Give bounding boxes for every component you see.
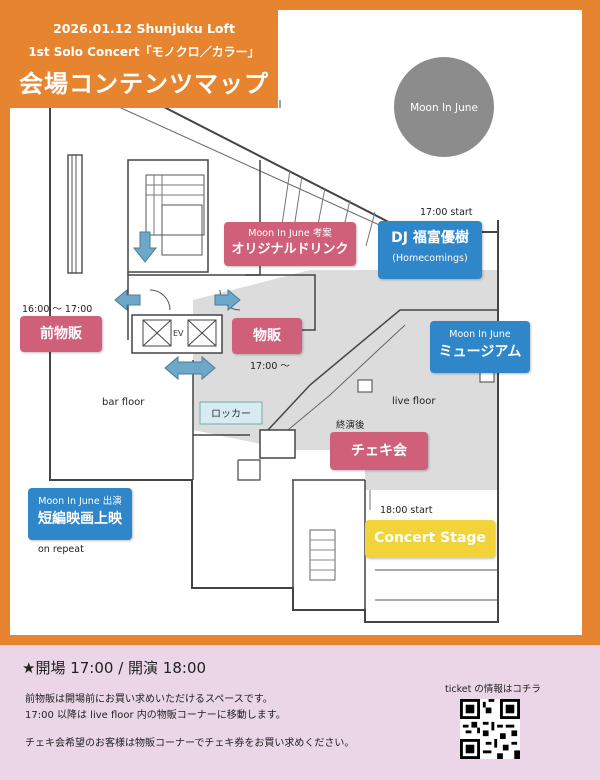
info-footer: ★開場 17:00 / 開演 18:00 前物販は開場前にお買い求めいただけるス… — [0, 645, 600, 780]
merch-tag: 物販 — [232, 318, 302, 354]
cheki-note: 終演後 — [336, 420, 365, 431]
moon-icon — [394, 57, 494, 157]
museum-tag: Moon In June ミュージアム — [430, 321, 530, 373]
pre-merch-time: 16:00 〜 17:00 — [22, 304, 93, 315]
film-sub: Moon In June 出演 — [38, 496, 122, 507]
drink-sub: Moon In June 考案 — [248, 228, 332, 239]
header: 2026.01.12 Shunjuku Loft 1st Solo Concer… — [10, 10, 278, 108]
merch-name: 物販 — [253, 328, 281, 344]
header-concert: 1st Solo Concert「モノクロ／カラー」 — [28, 45, 260, 59]
cheki-tag: チェキ会 — [330, 432, 428, 470]
header-venue: 2026.01.12 Shunjuku Loft — [53, 21, 235, 36]
film-note: on repeat — [38, 544, 84, 555]
live-floor-label: live floor — [392, 396, 436, 407]
page-title: 会場コンテンツマップ — [19, 70, 269, 98]
locker — [199, 401, 263, 425]
elevator — [131, 314, 223, 354]
stage-time: 18:00 start — [380, 505, 433, 516]
qr-code-icon[interactable] — [460, 699, 520, 759]
ticket-info-label: ticket の情報はコチラ — [445, 684, 541, 695]
down-arrow-icon — [132, 231, 158, 263]
ev-label: EV — [173, 329, 184, 338]
stage-name: Concert Stage — [374, 530, 486, 546]
map-sheet: EV ロッカー — [10, 10, 582, 635]
dj-sub: (Homecomings) — [392, 253, 468, 264]
pre-merch-tag: 前物販 — [20, 316, 102, 352]
footer-line-3: チェキ会希望のお客様は物販コーナーでチェキ券をお買い求めください。 — [25, 738, 355, 749]
locker-label: ロッカー — [211, 408, 251, 420]
film-tag: Moon In June 出演 短編映画上映 — [28, 488, 132, 540]
drink-name: オリジナルドリンク — [231, 242, 349, 257]
outer-wall — [49, 95, 499, 623]
drink-tag: Moon In June 考案 オリジナルドリンク — [224, 222, 356, 266]
logo-text: Moon In June — [410, 102, 478, 114]
stage-tag: Concert Stage — [365, 520, 495, 558]
cheki-name: チェキ会 — [351, 443, 407, 459]
museum-name: ミュージアム — [438, 344, 522, 360]
pre-merch-name: 前物販 — [40, 326, 82, 342]
left-arrow-icon — [114, 288, 141, 312]
bar-floor-label: bar floor — [102, 397, 145, 408]
open-time: ★開場 17:00 / 開演 18:00 — [22, 659, 207, 677]
footer-line-2: 17:00 以降は live floor 内の物販コーナーに移動します。 — [25, 710, 286, 721]
two-way-arrow-icon — [164, 355, 216, 381]
stairwell — [127, 159, 209, 273]
diagonal-wall — [50, 94, 409, 233]
dj-tag: DJ 福富優樹 (Homecomings) — [378, 221, 482, 279]
merch-time: 17:00 〜 — [250, 361, 290, 372]
film-name: 短編映画上映 — [38, 511, 122, 527]
footer-line-1: 前物販は開場前にお買い求めいただけるスペースです。 — [25, 694, 273, 705]
dj-time: 17:00 start — [420, 207, 473, 218]
museum-sub: Moon In June — [449, 329, 511, 340]
right-arrow-icon — [214, 288, 241, 312]
dj-name: DJ 福富優樹 — [391, 230, 469, 246]
